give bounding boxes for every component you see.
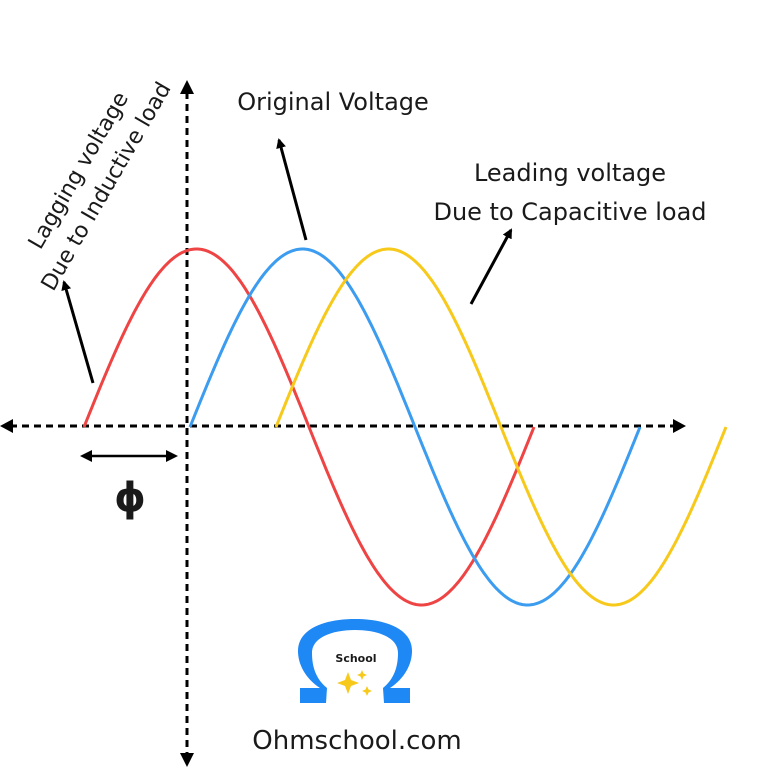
logo-badge-text: School [335,652,376,665]
site-name: Ohmschool.com [252,726,461,756]
y-axis-arrow-top [180,80,194,94]
labels: Original Voltage Leading voltage Due to … [24,78,707,295]
omega-logo-icon [298,619,412,703]
original-voltage-curve [188,247,642,607]
lagging-voltage-label: Lagging voltage Due to Inductive load [24,78,177,295]
leading-pointer-arrow [469,228,513,305]
phase-symbol: ϕ [114,475,146,521]
x-axis-arrow-left [0,419,13,433]
waveforms [82,247,728,607]
y-axis-arrow-bottom [180,753,194,767]
original-pointer-arrow [276,138,308,241]
leading-voltage-label-line1: Leading voltage [474,159,666,187]
phase-arrowhead-left [80,450,92,462]
lagging-pointer-arrow [61,280,95,384]
ohmschool-logo: School Ohmschool.com [252,619,462,756]
phase-shift-indicator: ϕ [80,450,178,521]
lagging-voltage-curve [82,247,536,607]
axes [0,80,686,767]
sparkle-icon [337,672,359,694]
leading-voltage-label-line2: Due to Capacitive load [433,198,706,226]
sparkle-small-icon [357,670,367,680]
sparkle-small-icon [362,686,372,696]
x-axis-arrow-right [673,419,686,433]
pointer-arrows [61,138,513,384]
phase-arrowhead-right [166,450,178,462]
original-voltage-label: Original Voltage [237,88,429,116]
leading-voltage-curve [274,247,728,607]
